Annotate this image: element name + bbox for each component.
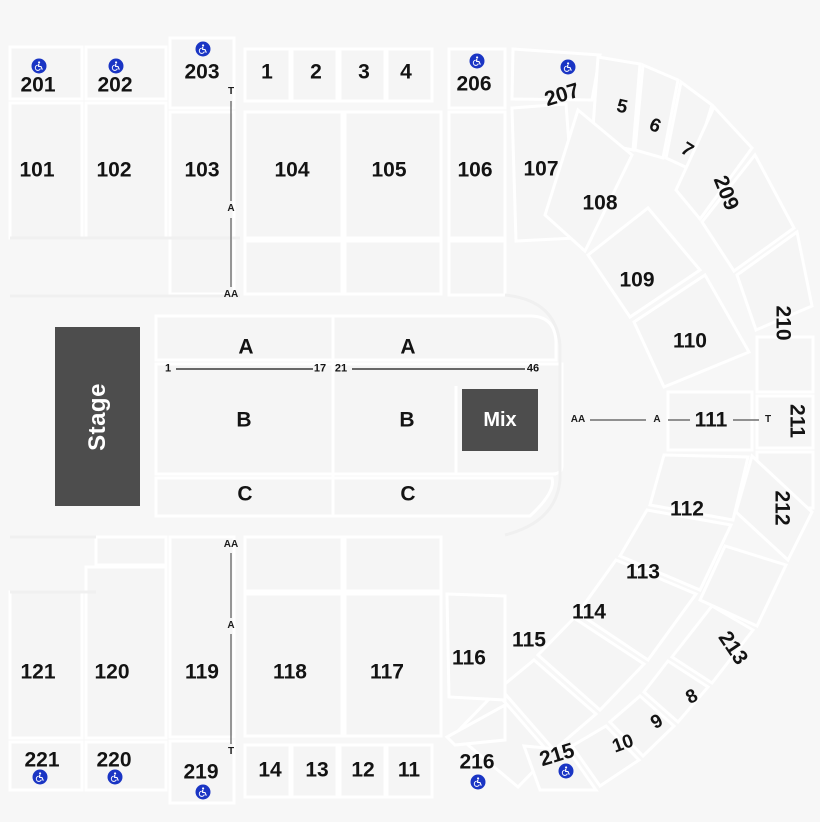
accessible-seating-icon-216[interactable]: [470, 774, 486, 790]
upper-center-sections: [243, 47, 443, 296]
accessible-seating-icon-221[interactable]: [32, 769, 48, 785]
lower-left-sections: [8, 535, 236, 805]
mix-block[interactable]: Mix: [462, 389, 538, 451]
upper-left-sections: [8, 36, 236, 296]
accessible-seating-icon-207[interactable]: [560, 59, 576, 75]
floor-dividers: [156, 316, 556, 516]
accessible-seating-icon-201[interactable]: [31, 58, 47, 74]
accessible-seating-icon-203[interactable]: [195, 41, 211, 57]
accessible-seating-icon-220[interactable]: [107, 769, 123, 785]
upper-right-curved-sections: [543, 55, 814, 389]
accessible-seating-icon-206[interactable]: [469, 53, 485, 69]
section-115-116: [444, 592, 507, 747]
row-guide-lines: [230, 101, 759, 744]
stage-label: Stage: [83, 382, 111, 451]
mix-label: Mix: [483, 408, 517, 431]
accessible-seating-icon-215[interactable]: [558, 763, 574, 779]
accessible-seating-icon-219[interactable]: [195, 784, 211, 800]
right-curved-sections: [575, 335, 815, 663]
bowl-outline: [10, 236, 562, 594]
accessible-seating-icon-202[interactable]: [108, 58, 124, 74]
lower-center-sections: [243, 535, 443, 799]
floor-sections: [154, 314, 564, 518]
stage-block[interactable]: Stage: [55, 327, 140, 506]
